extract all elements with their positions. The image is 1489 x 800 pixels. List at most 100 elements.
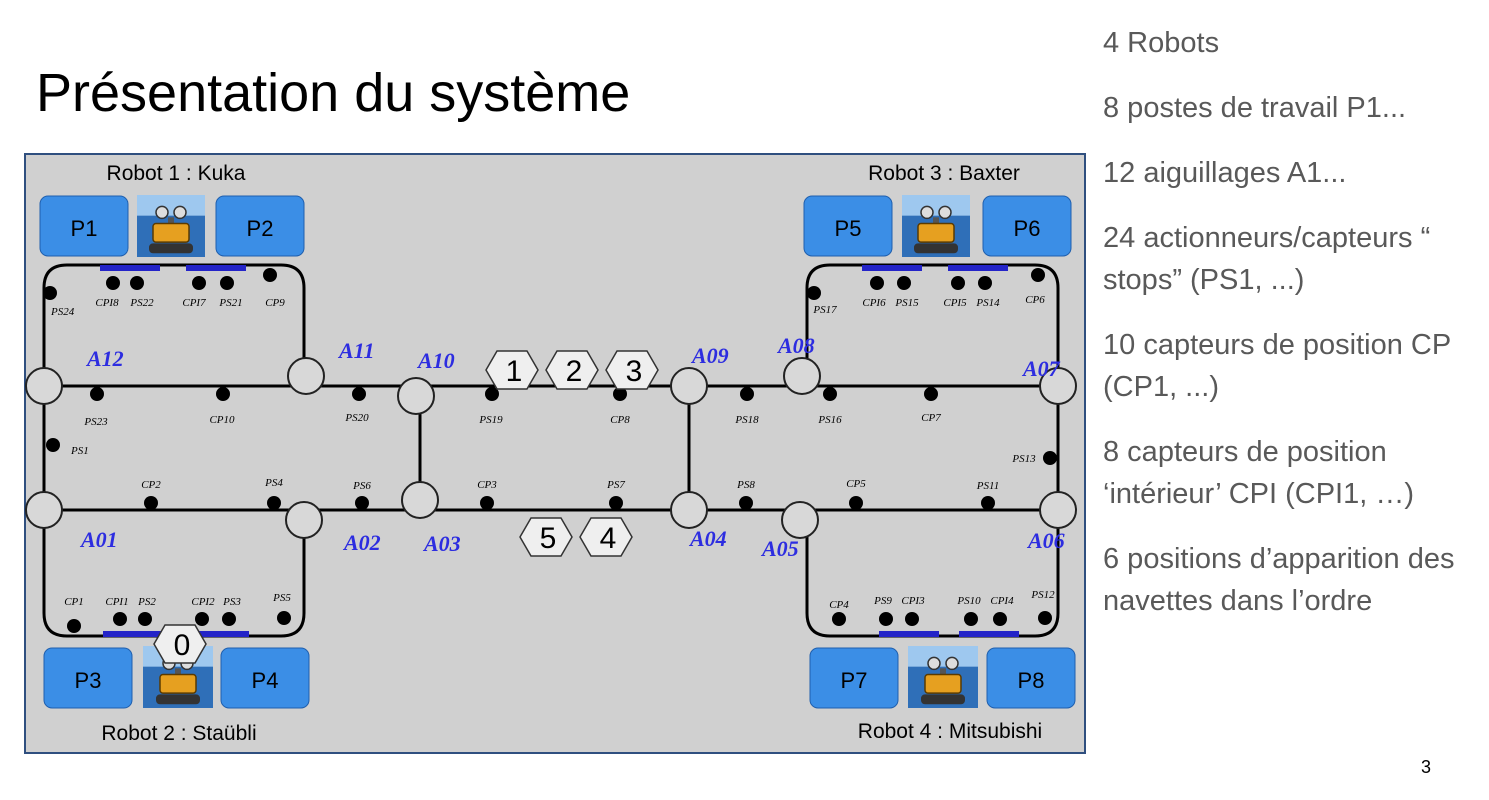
sensor-dot — [90, 387, 104, 401]
sensor-label: CPI8 — [95, 297, 119, 309]
cpi-marker — [100, 265, 160, 271]
shuttle-marker — [519, 517, 573, 557]
robot-eye — [155, 205, 169, 220]
sensor-label: PS8 — [736, 479, 755, 491]
sensor-dot — [897, 276, 911, 290]
sensor-dot — [138, 612, 152, 626]
shuttle-label: 5 — [540, 522, 557, 555]
post-label: P6 — [1014, 216, 1041, 241]
sensor-dot — [277, 611, 291, 625]
sensor-dot — [740, 387, 754, 401]
post-label: P5 — [835, 216, 862, 241]
sensor-label: PS21 — [218, 297, 242, 309]
sensor-label: CP5 — [846, 478, 866, 490]
sensor-dot — [43, 286, 57, 300]
sensor-dot — [1038, 611, 1052, 625]
switch-label: A03 — [422, 531, 461, 556]
shuttle-label: 2 — [566, 355, 583, 388]
sensor-dot — [220, 276, 234, 290]
sensor-dot — [46, 438, 60, 452]
sensor-label: CP2 — [141, 479, 161, 491]
cpi-marker — [959, 631, 1019, 637]
sensor-dot — [1031, 268, 1045, 282]
robot-icon — [137, 195, 205, 257]
shuttle-marker — [579, 517, 633, 557]
robot-body — [924, 673, 962, 694]
sensor-label: CPI5 — [943, 297, 967, 309]
shuttle-label: 1 — [506, 355, 523, 388]
sensor-label: CPI1 — [105, 596, 128, 608]
switch-label: A06 — [1026, 528, 1065, 553]
robot-icon — [902, 195, 970, 257]
robot-icon-sky — [908, 646, 978, 667]
switch-label: A08 — [776, 333, 815, 358]
sensor-label: PS9 — [873, 595, 892, 607]
sensor-dot — [263, 268, 277, 282]
sensor-label: CPI6 — [862, 297, 886, 309]
sensor-label: PS11 — [976, 480, 999, 492]
robot-label: Robot 1 : Kuka — [107, 162, 246, 185]
robot-eye — [927, 656, 941, 671]
sensor-dot — [981, 496, 995, 510]
sensor-dot — [978, 276, 992, 290]
switch-node — [670, 491, 708, 529]
bullet-switches: 12 aiguillages A1... — [1103, 157, 1347, 189]
robot-neck — [175, 668, 181, 676]
robot-eye — [938, 205, 952, 220]
sensor-dot — [144, 496, 158, 510]
robot-neck — [933, 217, 939, 225]
switch-node — [285, 501, 323, 539]
shuttle-label: 4 — [600, 522, 617, 555]
sensor-dot — [849, 496, 863, 510]
shuttles: 1 2 3 5 4 0 — [153, 350, 659, 664]
robot-body — [159, 673, 197, 694]
sensor-label: PS17 — [812, 304, 837, 316]
sensor-label: PS12 — [1030, 589, 1055, 601]
shuttle-marker — [605, 350, 659, 390]
sensor-dot — [106, 276, 120, 290]
robot-label: Robot 2 : Staübli — [101, 722, 256, 745]
bullet-robots: 4 Robots — [1103, 27, 1220, 59]
switch-label: A11 — [337, 338, 374, 363]
switch-label: A09 — [690, 343, 729, 368]
shuttle-label: 0 — [174, 629, 191, 662]
switch-node — [397, 377, 435, 415]
sensor-dot — [613, 387, 627, 401]
shuttle-label: 3 — [626, 355, 643, 388]
sensor-label: CP8 — [610, 414, 630, 426]
sensor-dot — [480, 496, 494, 510]
cpi-marker — [862, 265, 922, 271]
sensor-dot — [924, 387, 938, 401]
sensor-label: CP6 — [1025, 294, 1045, 306]
robot-icon — [908, 646, 978, 708]
sensor-label: CP1 — [64, 596, 84, 608]
switch-node — [670, 367, 708, 405]
bullet-list: 4 Robots 8 postes de travail P1... 12 ai… — [1103, 22, 1483, 645]
post-label: P4 — [252, 668, 279, 693]
sensor-label: PS2 — [137, 596, 156, 608]
robot-body — [152, 222, 190, 243]
sensor-dot — [355, 496, 369, 510]
bullet-position-sensors: 10 capteurs de position CP (CP1, ...) — [1103, 329, 1451, 403]
work-post — [215, 195, 305, 257]
slide-title: Présentation du système — [36, 63, 631, 123]
post-label: P1 — [71, 216, 98, 241]
post-label: P8 — [1018, 668, 1045, 693]
post-label: P7 — [841, 668, 868, 693]
sensor-label: PS13 — [1011, 453, 1036, 465]
robot-body — [917, 222, 955, 243]
work-post — [986, 647, 1076, 709]
sensor-label: CPI7 — [182, 297, 206, 309]
sensor-dot — [807, 286, 821, 300]
work-post — [43, 647, 133, 709]
robot-eye — [173, 205, 187, 220]
cpi-marker — [189, 631, 249, 637]
switch-label: A04 — [688, 526, 727, 551]
sensor-dot — [739, 496, 753, 510]
sensor-label: CP7 — [921, 412, 941, 424]
sensor-label: PS6 — [352, 480, 371, 492]
switch-label: A01 — [79, 527, 118, 552]
sensor-dot — [195, 612, 209, 626]
